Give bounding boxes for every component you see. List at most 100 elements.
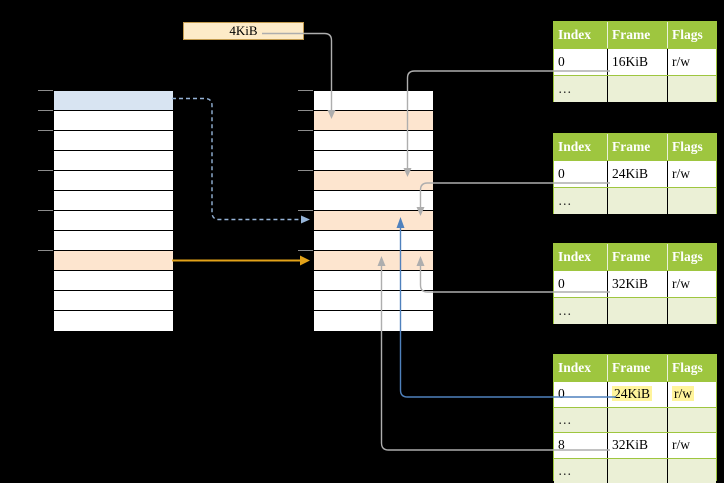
- memory-row: [54, 271, 173, 291]
- frame-table-header-cell: Index: [554, 22, 608, 48]
- memory-row: [54, 131, 173, 151]
- frame-table-cell: 32KiB: [608, 271, 668, 297]
- frame-table-cell: 0: [554, 382, 608, 407]
- connector-virtual-row9-arrowhead-icon: [300, 256, 310, 266]
- memory-row: [314, 171, 433, 191]
- frame-table-cell: [608, 188, 668, 214]
- frame-table-cell: [668, 188, 716, 214]
- page-size-label: 4KiB: [229, 23, 257, 38]
- address-tick: [38, 170, 53, 171]
- memory-row: [314, 311, 433, 331]
- physical-memory-column: [313, 90, 434, 332]
- frame-table-cell: 0: [554, 161, 608, 187]
- highlighted-value: r/w: [672, 386, 694, 401]
- frame-table-ellipsis-row: …: [554, 297, 716, 324]
- frame-table-header-cell: Index: [554, 355, 608, 381]
- frame-table-cell: [608, 76, 668, 102]
- frame-table-cell: …: [554, 408, 608, 433]
- page-size-label-box: 4KiB: [183, 22, 304, 40]
- frame-table-header-cell: Flags: [668, 244, 716, 270]
- address-tick: [298, 130, 313, 131]
- memory-row: [314, 191, 433, 211]
- frame-table-header-cell: Frame: [608, 134, 668, 160]
- memory-row: [54, 231, 173, 251]
- memory-row: [314, 91, 433, 111]
- frame-table-cell: …: [554, 188, 608, 214]
- frame-table-cell: [608, 408, 668, 433]
- memory-row: [314, 131, 433, 151]
- frame-table-cell: r/w: [668, 433, 716, 458]
- address-tick: [38, 90, 53, 91]
- frame-table-header-cell: Flags: [668, 134, 716, 160]
- connector-virtual-row1-dashed: [172, 99, 302, 220]
- address-tick: [38, 210, 53, 211]
- virtual-memory-column: [53, 90, 174, 332]
- memory-row: [314, 211, 433, 231]
- highlighted-value: 24KiB: [612, 386, 652, 401]
- address-tick: [298, 110, 313, 111]
- frame-table-header-cell: Index: [554, 244, 608, 270]
- frame-table-data-row: 0 24KiB r/w: [554, 381, 716, 407]
- frame-table-cell: …: [554, 298, 608, 324]
- frame-table-cell: …: [554, 459, 608, 483]
- frame-table-header-cell: Frame: [608, 244, 668, 270]
- memory-row: [314, 231, 433, 251]
- frame-table-cell: 24KiB: [608, 161, 668, 187]
- frame-table-ellipsis-row: …: [554, 407, 716, 433]
- memory-row: [54, 171, 173, 191]
- frame-table-header-cell: Frame: [608, 355, 668, 381]
- frame-table-cell: 32KiB: [608, 433, 668, 458]
- frame-table-cell: [608, 459, 668, 483]
- address-tick: [38, 130, 53, 131]
- frame-table-cell: [668, 459, 716, 483]
- memory-row: [54, 151, 173, 171]
- address-tick: [298, 90, 313, 91]
- address-tick: [298, 170, 313, 171]
- frame-table-cell: [668, 76, 716, 102]
- address-tick: [38, 110, 53, 111]
- memory-row: [314, 111, 433, 131]
- memory-row: [54, 191, 173, 211]
- frame-table-cell: 24KiB: [608, 382, 668, 407]
- frame-table-cell: 0: [554, 271, 608, 297]
- address-tick: [298, 210, 313, 211]
- frame-table-cell: r/w: [668, 271, 716, 297]
- memory-row: [314, 291, 433, 311]
- frame-table-cell: …: [554, 76, 608, 102]
- memory-row: [54, 111, 173, 131]
- connector-virtual-row1-arrowhead-icon: [301, 216, 310, 224]
- frame-table-cell: r/w: [668, 161, 716, 187]
- memory-row: [54, 251, 173, 271]
- frame-table-cell: r/w: [668, 49, 716, 75]
- memory-row: [314, 271, 433, 291]
- memory-row: [54, 91, 173, 111]
- address-tick: [38, 250, 53, 251]
- frame-table-ellipsis-row: …: [554, 75, 716, 102]
- memory-row: [314, 151, 433, 171]
- frame-table-header-cell: Flags: [668, 355, 716, 381]
- memory-row: [54, 311, 173, 331]
- memory-row: [54, 211, 173, 231]
- memory-row: [314, 251, 433, 271]
- frame-table-ellipsis-row: …: [554, 187, 716, 214]
- frame-table-cell: [668, 298, 716, 324]
- frame-table-cell: [668, 408, 716, 433]
- address-tick: [298, 250, 313, 251]
- frame-table-header-cell: Index: [554, 134, 608, 160]
- frame-table-cell: 0: [554, 49, 608, 75]
- frame-table-header-cell: Flags: [668, 22, 716, 48]
- memory-row: [54, 291, 173, 311]
- frame-table-cell: [608, 298, 668, 324]
